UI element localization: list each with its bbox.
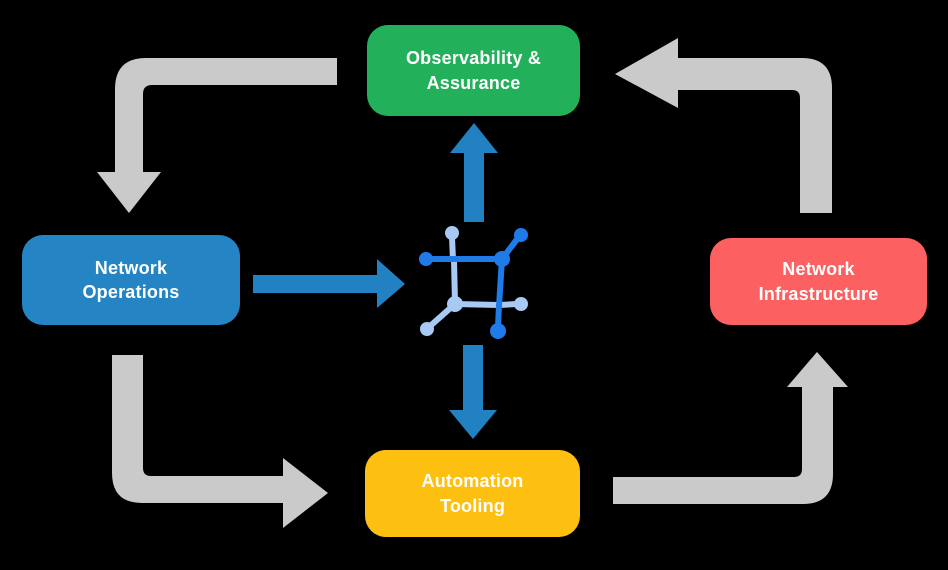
node-label-line: Assurance [426, 72, 521, 93]
node-label-line: Tooling [439, 495, 506, 516]
node-automation-tooling: Automation Tooling [365, 450, 580, 537]
arrow-observability-to-operations [97, 58, 337, 213]
icon-corner-bottomleft [447, 296, 463, 312]
node-label-line: Network [94, 257, 168, 278]
node-network-operations: Network Operations [22, 235, 240, 325]
node-label-line: Operations [82, 282, 180, 302]
arrow-center-to-observability [450, 123, 498, 222]
arrow-automation-to-infrastructure [613, 352, 848, 504]
node-label-line: Automation [421, 471, 524, 492]
node-network-infrastructure: Network Infrastructure [710, 238, 927, 325]
icon-node-left-dark [419, 252, 433, 266]
node-observability-assurance: Observability & Assurance [367, 25, 580, 116]
arrow-infrastructure-to-observability [615, 38, 832, 213]
network-fabric-icon [419, 226, 528, 339]
node-label-line: Infrastructure [758, 283, 879, 304]
icon-node-bottom-dark [490, 323, 506, 339]
arrow-operations-to-center [253, 259, 405, 308]
icon-node-topright-dark [514, 228, 528, 242]
icon-node-right-light [514, 297, 528, 311]
arrow-operations-to-automation [112, 355, 328, 528]
icon-node-bottomleft-light [420, 322, 434, 336]
arrow-center-to-automation [449, 345, 497, 439]
icon-node-top-light [445, 226, 459, 240]
icon-corner-topright [494, 251, 510, 267]
node-label-line: Observability & [405, 48, 542, 69]
node-label-line: Network [782, 259, 855, 280]
